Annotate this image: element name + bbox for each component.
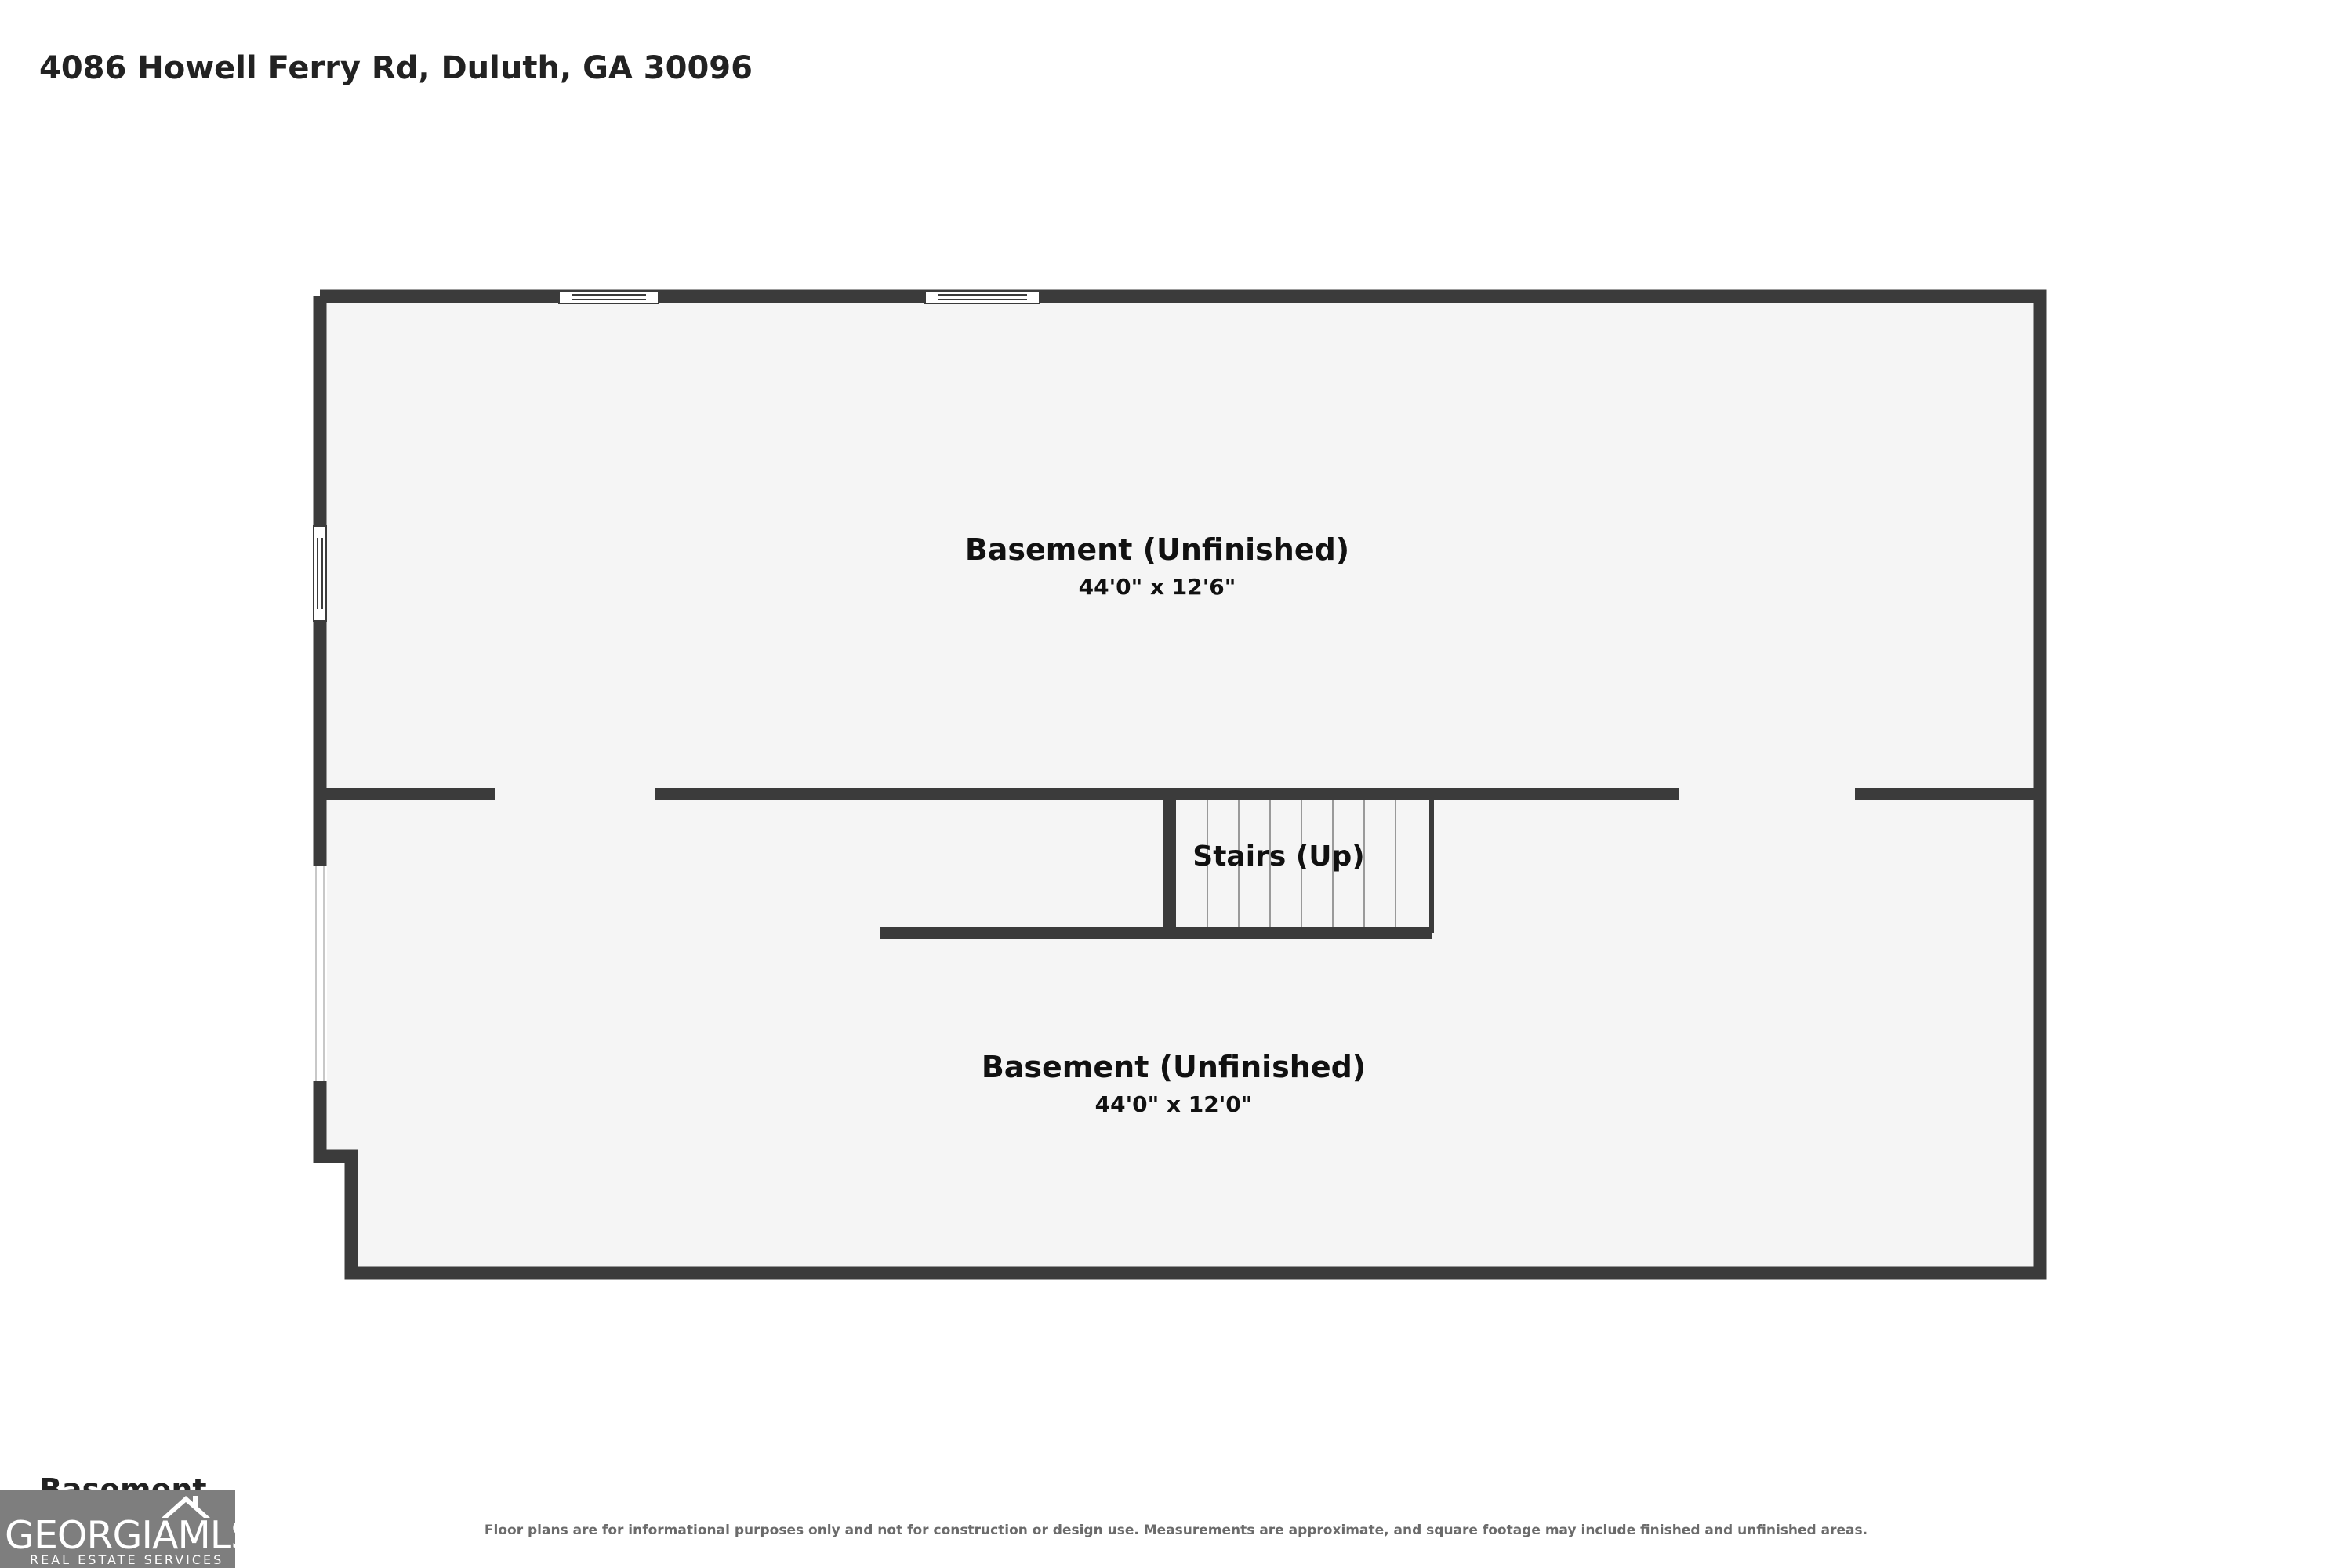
house-roof-icon: [162, 1496, 210, 1518]
logo-subtext: REAL ESTATE SERVICES: [30, 1552, 224, 1567]
property-address: 4086 Howell Ferry Rd, Duluth, GA 30096: [39, 50, 753, 86]
room-name: Basement (Unfinished): [965, 532, 1349, 567]
room-name: Basement (Unfinished): [982, 1050, 1366, 1084]
room-label-stairs: Stairs (Up): [1192, 840, 1364, 873]
window-top-left: [558, 290, 659, 304]
floor-area: [319, 296, 2040, 1273]
exterior-walls: [313, 289, 2047, 1280]
logo-text: GEORGIAMLS: [5, 1513, 255, 1558]
room-label-lower-basement: Basement (Unfinished) 44'0" x 12'0": [982, 1050, 1366, 1117]
room-dimensions: 44'0" x 12'0": [1095, 1091, 1253, 1117]
interior-walls: [320, 788, 2040, 939]
opening-left-lower: [313, 866, 327, 1081]
room-dimensions: 44'0" x 12'6": [1079, 574, 1236, 600]
disclaimer: Floor plans are for informational purpos…: [484, 1523, 1868, 1538]
window-left: [313, 525, 327, 622]
georgia-mls-logo: GEORGIAMLS REAL ESTATE SERVICES: [0, 1490, 255, 1568]
window-top-right: [924, 290, 1040, 304]
room-label-upper-basement: Basement (Unfinished) 44'0" x 12'6": [965, 532, 1349, 600]
room-name: Stairs (Up): [1192, 840, 1364, 873]
stair-treads: [1207, 800, 1396, 927]
